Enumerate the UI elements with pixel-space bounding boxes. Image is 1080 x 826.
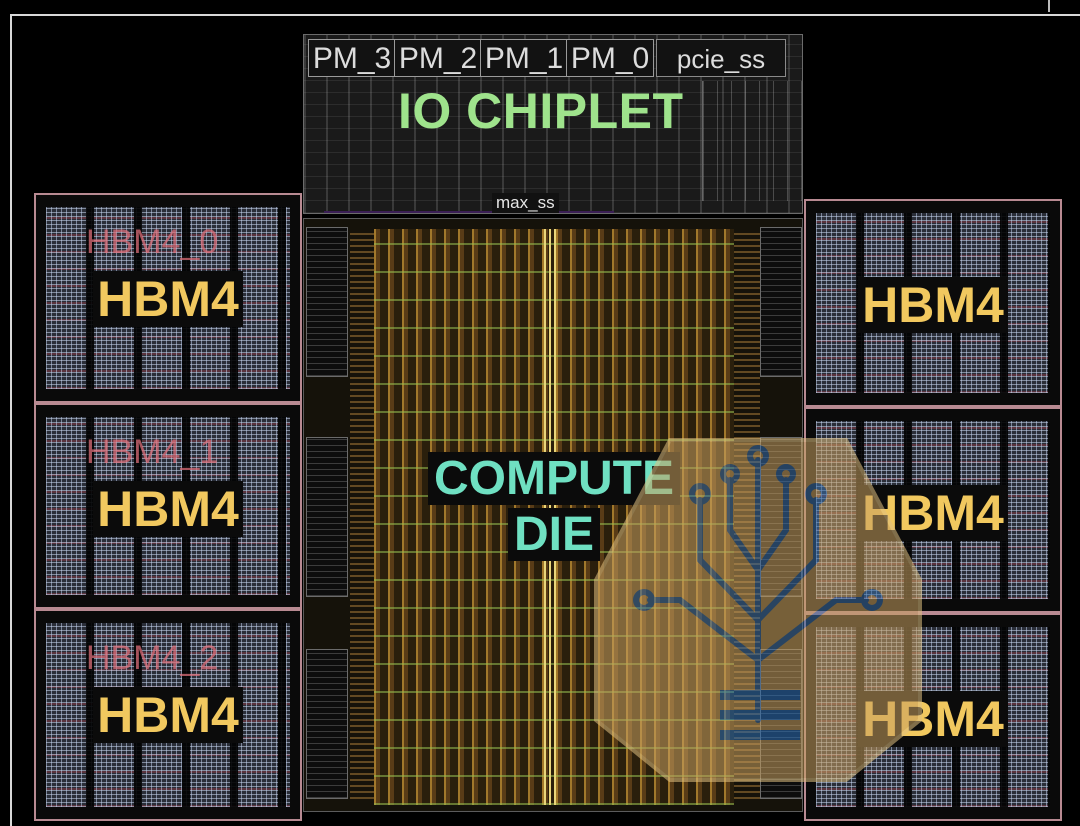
io-chiplet-label: IO CHIPLET (398, 83, 684, 139)
compute-label-line2: DIE (507, 508, 600, 561)
hbm-left-0: HBM4_0 HBM4 (34, 193, 302, 403)
pm-block-0: PM_0 (566, 39, 654, 77)
hbm-label: HBM4 (806, 275, 1060, 335)
pm-block-3: PM_3 (308, 39, 396, 77)
frame-tick (1048, 0, 1050, 12)
max-ss-label: max_ss (492, 193, 559, 213)
hbm-left-0-label: HBM4 (93, 271, 243, 327)
hbm-name-2: HBM4_2 (86, 639, 219, 677)
pcie-ss-block: pcie_ss (656, 39, 786, 77)
logo-circuit (633, 445, 883, 723)
hbm-texture (46, 207, 290, 389)
logo-base (720, 690, 800, 740)
compute-left-col-1 (306, 227, 348, 377)
pm-block-2: PM_2 (394, 39, 482, 77)
hbm-label: HBM4 (36, 685, 300, 745)
pm-block-1: PM_1 (480, 39, 568, 77)
compute-left-col-3 (306, 649, 348, 799)
hbm-right-0: HBM4 (804, 199, 1062, 407)
hbm-left-1-label: HBM4 (93, 481, 243, 537)
hbm-name-0: HBM4_0 (86, 223, 219, 261)
hbm-left-2-label: HBM4 (93, 687, 243, 743)
hbm-left-2: HBM4_2 HBM4 (34, 609, 302, 821)
hbm-label: HBM4 (36, 479, 300, 539)
io-chiplet: PM_3 PM_2 PM_1 PM_0 pcie_ss max_ss (303, 34, 803, 214)
compute-label-line1: COMPUTE (428, 452, 680, 505)
compute-right-col-1 (760, 227, 802, 377)
circuit-tree-icon (594, 438, 922, 782)
compute-left-fill (350, 229, 376, 799)
outer-frame (10, 14, 1080, 826)
hbm-right-0-label: HBM4 (858, 277, 1008, 333)
compute-left-col-2 (306, 437, 348, 597)
compute-die-label: COMPUTE DIE (404, 451, 704, 563)
hbm-left-1: HBM4_1 HBM4 (34, 403, 302, 609)
io-right-region (702, 81, 802, 201)
io-bus-bar (324, 211, 614, 213)
hbm-label: HBM4 (36, 269, 300, 329)
hbm-name-1: HBM4_1 (86, 433, 219, 471)
